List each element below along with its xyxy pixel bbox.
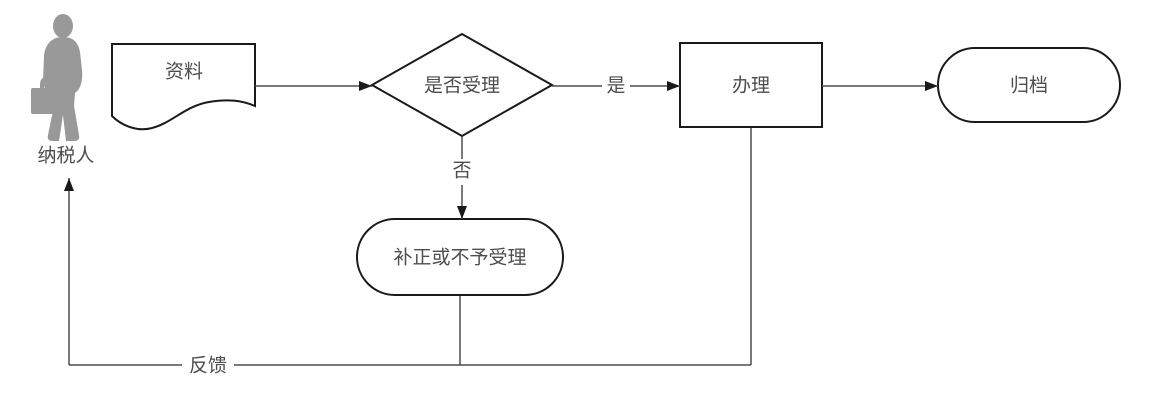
node-correction-terminator <box>356 218 564 296</box>
node-materials-document <box>111 43 256 131</box>
person-briefcase-handle <box>40 76 56 89</box>
taxpayer-label: 纳税人 <box>37 145 94 167</box>
node-process-rect <box>679 42 823 128</box>
yes-edge-label: 是 <box>606 76 625 97</box>
node-archive-terminator <box>937 47 1121 123</box>
correction-label: 补正或不予受理 <box>393 247 526 269</box>
person-body <box>43 37 83 141</box>
feedback-edge-label: 反馈 <box>189 355 227 377</box>
taxpayer-person-icon <box>31 14 83 141</box>
decision-label: 是否受理 <box>424 75 500 97</box>
no-edge-label: 否 <box>452 161 471 182</box>
person-head <box>53 14 73 38</box>
node-decision-diamond <box>369 32 555 138</box>
archive-label: 归档 <box>1010 75 1048 97</box>
materials-label: 资料 <box>165 61 203 83</box>
person-briefcase <box>31 88 61 114</box>
process-label: 办理 <box>732 75 770 97</box>
